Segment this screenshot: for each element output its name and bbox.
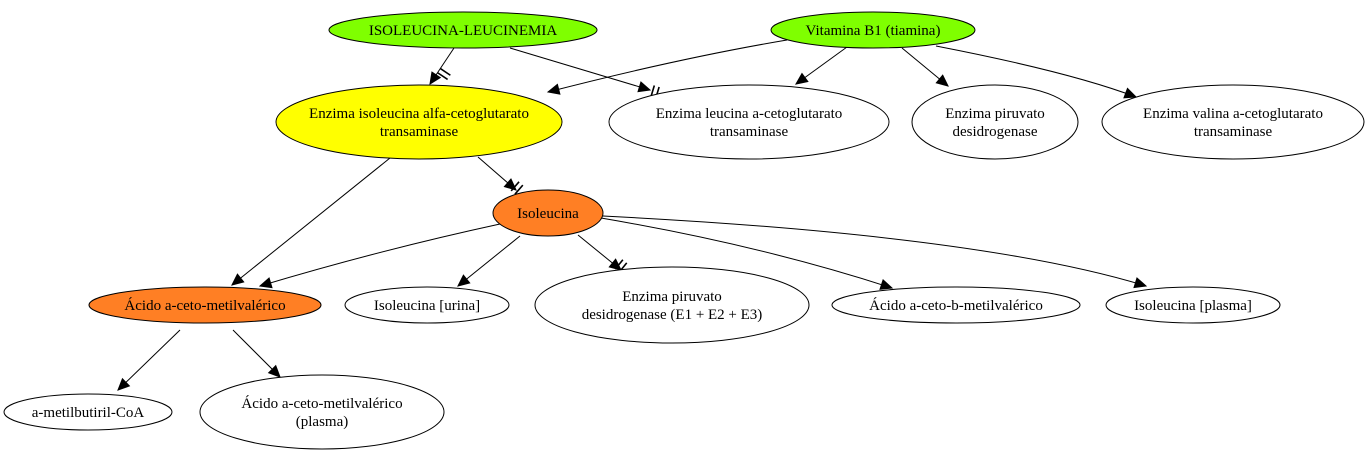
edge-acido-metilvalerico-to-metilbutiril-coa: [117, 329, 181, 391]
edge-vitamina-b1-to-enzima-leucina: [795, 46, 848, 85]
node-label: transaminase: [380, 124, 459, 140]
arrowhead: [546, 83, 561, 95]
arrowhead: [258, 277, 273, 289]
arrowhead: [503, 178, 517, 191]
node-ellipse: [199, 374, 445, 450]
edge-isoleucina-to-isoleucina-urina: [457, 235, 521, 287]
node-label: Isoleucina [plasma]: [1134, 298, 1252, 314]
edge-enzima-isoleucina-to-isoleucina: [477, 156, 524, 195]
node-ellipse: [328, 11, 598, 49]
edge-line: [935, 45, 1137, 98]
node-enzima-piruvato[interactable]: Enzima piruvato desidrogenase: [911, 84, 1079, 160]
node-acido-b-metilvalerico[interactable]: Ácido a-ceto-b-metilvalérico: [831, 286, 1081, 324]
node-ellipse: [770, 11, 976, 49]
node-label: desidrogenase (E1 + E2 + E3): [582, 307, 763, 323]
edge-vitamina-b1-to-enzima-piruvato: [901, 47, 949, 87]
node-ellipse: [608, 84, 890, 160]
node-label: a-metilbutiril-CoA: [32, 405, 145, 421]
node-ellipse: [1101, 84, 1365, 160]
node-label: Ácido a-ceto-b-metilvalérico: [869, 297, 1043, 314]
node-ellipse: [3, 393, 173, 431]
edge-isoleucina-leucinemia-to-enzima-isoleucina: [429, 47, 455, 86]
node-acido-metilvalerico[interactable]: Ácido a-ceto-metilvalérico: [88, 286, 322, 324]
node-label: Enzima valina a-cetoglutarato: [1143, 106, 1323, 122]
edge-vitamina-b1-to-enzima-isoleucina: [546, 39, 788, 95]
node-vitamina-b1[interactable]: Vitamina B1 (tiamina): [770, 11, 976, 49]
edge-line: [600, 217, 893, 289]
edge-isoleucina-to-acido-metilvalerico: [258, 223, 501, 289]
node-label: Ácido a-ceto-metilvalérico: [241, 395, 402, 412]
node-ellipse: [831, 286, 1081, 324]
node-enzima-isoleucina[interactable]: Enzima isoleucina alfa-cetoglutarato tran…: [275, 84, 563, 160]
edge-acido-metilvalerico-to-acido-metilvalerico-plasma: [232, 329, 281, 378]
edge-isoleucina-to-enzima-piruvato-e: [577, 234, 628, 273]
node-label: Enzima piruvato: [622, 289, 722, 305]
node-label: Ácido a-ceto-metilvalérico: [124, 297, 285, 314]
edges-layer: [117, 39, 1148, 391]
node-label: ISOLEUCINA-LEUCINEMIA: [369, 23, 557, 39]
inhibition-tick: [510, 181, 520, 192]
node-isoleucina-plasma[interactable]: Isoleucina [plasma]: [1105, 286, 1281, 324]
edge-isoleucina-to-acido-b-metilvalerico: [600, 217, 894, 290]
arrowhead: [879, 278, 894, 290]
arrowhead: [231, 273, 245, 286]
node-ellipse: [911, 84, 1079, 160]
node-enzima-leucina[interactable]: Enzima leucina a-cetoglutarato transamina…: [608, 84, 890, 160]
node-label: Enzima isoleucina alfa-cetoglutarato: [309, 106, 529, 122]
node-isoleucina-leucinemia[interactable]: ISOLEUCINA-LEUCINEMIA: [328, 11, 598, 49]
node-label: desidrogenase: [953, 124, 1038, 140]
edge-line: [259, 223, 501, 287]
edge-line: [547, 39, 788, 93]
arrowhead: [267, 364, 281, 378]
edge-isoleucina-to-isoleucina-plasma: [602, 215, 1148, 289]
arrowhead: [1123, 87, 1138, 99]
node-acido-metilvalerico-plasma[interactable]: Ácido a-ceto-metilvalérico (plasma): [199, 374, 445, 450]
edge-line: [231, 157, 391, 286]
nodes-layer: ISOLEUCINA-LEUCINEMIA Vitamina B1 (tiamin…: [3, 11, 1365, 450]
arrowhead: [935, 74, 949, 87]
node-label: Isoleucina: [517, 206, 579, 222]
arrowhead: [1133, 277, 1148, 289]
node-enzima-valina[interactable]: Enzima valina a-cetoglutarato transaminas…: [1101, 84, 1365, 160]
node-ellipse: [534, 266, 810, 344]
arrowhead: [429, 71, 442, 86]
arrowhead: [457, 274, 471, 287]
node-label: transaminase: [710, 124, 789, 140]
node-label: (plasma): [296, 414, 348, 430]
node-ellipse: [275, 84, 563, 160]
node-label: Vitamina B1 (tiamina): [806, 23, 941, 39]
edge-enzima-isoleucina-to-acido-metilvalerico: [231, 157, 391, 286]
arrowhead: [117, 377, 131, 391]
inhibition-tick: [614, 259, 624, 270]
node-label: transaminase: [1194, 124, 1273, 140]
node-isoleucina[interactable]: Isoleucina: [492, 189, 604, 237]
arrowhead: [795, 72, 809, 85]
node-metilbutiril-coa[interactable]: a-metilbutiril-CoA: [3, 393, 173, 431]
node-ellipse: [1105, 286, 1281, 324]
node-label: Isoleucina [urina]: [374, 298, 480, 314]
edge-line: [602, 215, 1147, 287]
node-enzima-piruvato-e[interactable]: Enzima piruvato desidrogenase (E1 + E2 + …: [534, 266, 810, 344]
edge-line: [509, 47, 651, 91]
edge-isoleucina-leucinemia-to-enzima-leucina: [509, 47, 660, 99]
node-isoleucina-urina[interactable]: Isoleucina [urina]: [344, 286, 510, 324]
inhibition-tick: [437, 72, 449, 81]
node-ellipse: [492, 189, 604, 237]
edge-line: [457, 235, 521, 287]
arrowhead: [637, 81, 652, 93]
edge-line: [117, 329, 181, 391]
node-label: Enzima leucina a-cetoglutarato: [656, 106, 843, 122]
edge-vitamina-b1-to-enzima-valina: [935, 45, 1138, 99]
node-ellipse: [344, 286, 510, 324]
node-label: Enzima piruvato: [945, 106, 1045, 122]
inhibition-tick: [514, 184, 524, 195]
node-ellipse: [88, 286, 322, 324]
inhibition-tick: [439, 67, 451, 76]
